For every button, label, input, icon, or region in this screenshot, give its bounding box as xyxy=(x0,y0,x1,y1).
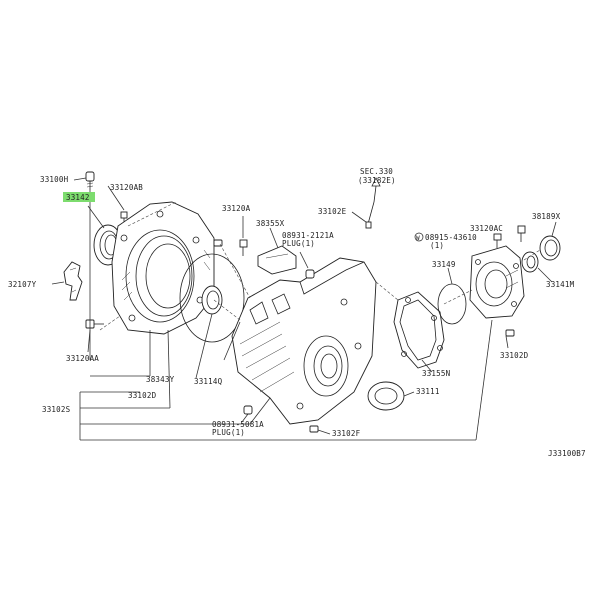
label-sec330: SEC.330 xyxy=(360,167,393,176)
o-ring-38343y-part xyxy=(179,253,245,343)
bracket-32107y-part xyxy=(63,261,83,301)
plug-08931-5081a-part xyxy=(243,405,253,415)
label-32107y: 32107Y xyxy=(8,280,37,289)
label-33102f: 33102F xyxy=(332,429,361,438)
front-case-part xyxy=(111,201,215,335)
plug-08931-2121a-part xyxy=(305,269,315,279)
rear-extension-housing-part xyxy=(469,245,525,319)
bolt-33120ac-part xyxy=(517,225,526,242)
seal-33111-part xyxy=(367,381,405,411)
label-33102d-left: 33102D xyxy=(128,391,157,400)
bolt-33120a-part xyxy=(239,239,248,256)
gasket-33155n-part xyxy=(393,291,445,369)
bolt-33120aa-part xyxy=(85,319,104,329)
bolt-33100h-part xyxy=(85,171,95,190)
label-33120ab: 33120AB xyxy=(110,183,143,192)
bracket-38355x-part xyxy=(257,245,297,275)
label-38189x: 38189X xyxy=(532,212,561,221)
label-33182e: (33182E) xyxy=(358,176,396,185)
label-33142-highlight xyxy=(63,192,95,202)
label-33102d-right: 33102D xyxy=(500,351,529,360)
pin-33102f-part xyxy=(309,425,319,433)
label-33102s: 33102S xyxy=(42,405,71,414)
seal-33141m-part xyxy=(521,251,539,273)
label-plug-bottom: PLUG(1) xyxy=(212,428,245,437)
pin-33102e-part xyxy=(365,177,381,229)
label-08931-2121a: 08931-2121A xyxy=(282,231,334,240)
seal-38189x-part xyxy=(539,235,561,261)
label-33142: 33142 xyxy=(66,193,90,202)
label-08915-43610: 08915-43610 xyxy=(425,233,477,242)
label-w-symbol: W xyxy=(416,235,420,242)
label-38343y: 38343Y xyxy=(146,375,175,384)
pin-33102d-right-part xyxy=(505,329,515,337)
label-33102e: 33102E xyxy=(318,207,347,216)
label-33111: 33111 xyxy=(416,387,440,396)
label-33155n: 33155N xyxy=(422,369,450,378)
label-33100h: 33100H xyxy=(40,175,69,184)
transfer-case-housing-part xyxy=(231,257,377,425)
label-08915-qty: (1) xyxy=(430,241,444,250)
o-ring-33149-part xyxy=(437,283,467,325)
label-08931-5081a: 08931-5081A xyxy=(212,420,264,429)
seal-33114q-part xyxy=(201,285,223,315)
label-33120ac: 33120AC xyxy=(470,224,503,233)
label-33114q: 33114Q xyxy=(194,377,223,386)
label-33141m: 33141M xyxy=(546,280,575,289)
label-plug-top: PLUG(1) xyxy=(282,239,315,248)
bolt-08915-43610-part xyxy=(493,233,502,248)
label-33120aa: 33120AA xyxy=(66,354,99,363)
diagram-code: J33100B7 xyxy=(548,449,586,458)
label-38355x: 38355X xyxy=(256,219,285,228)
label-33120a: 33120A xyxy=(222,204,251,213)
w-symbol-circle xyxy=(414,232,424,242)
label-33149: 33149 xyxy=(432,260,456,269)
